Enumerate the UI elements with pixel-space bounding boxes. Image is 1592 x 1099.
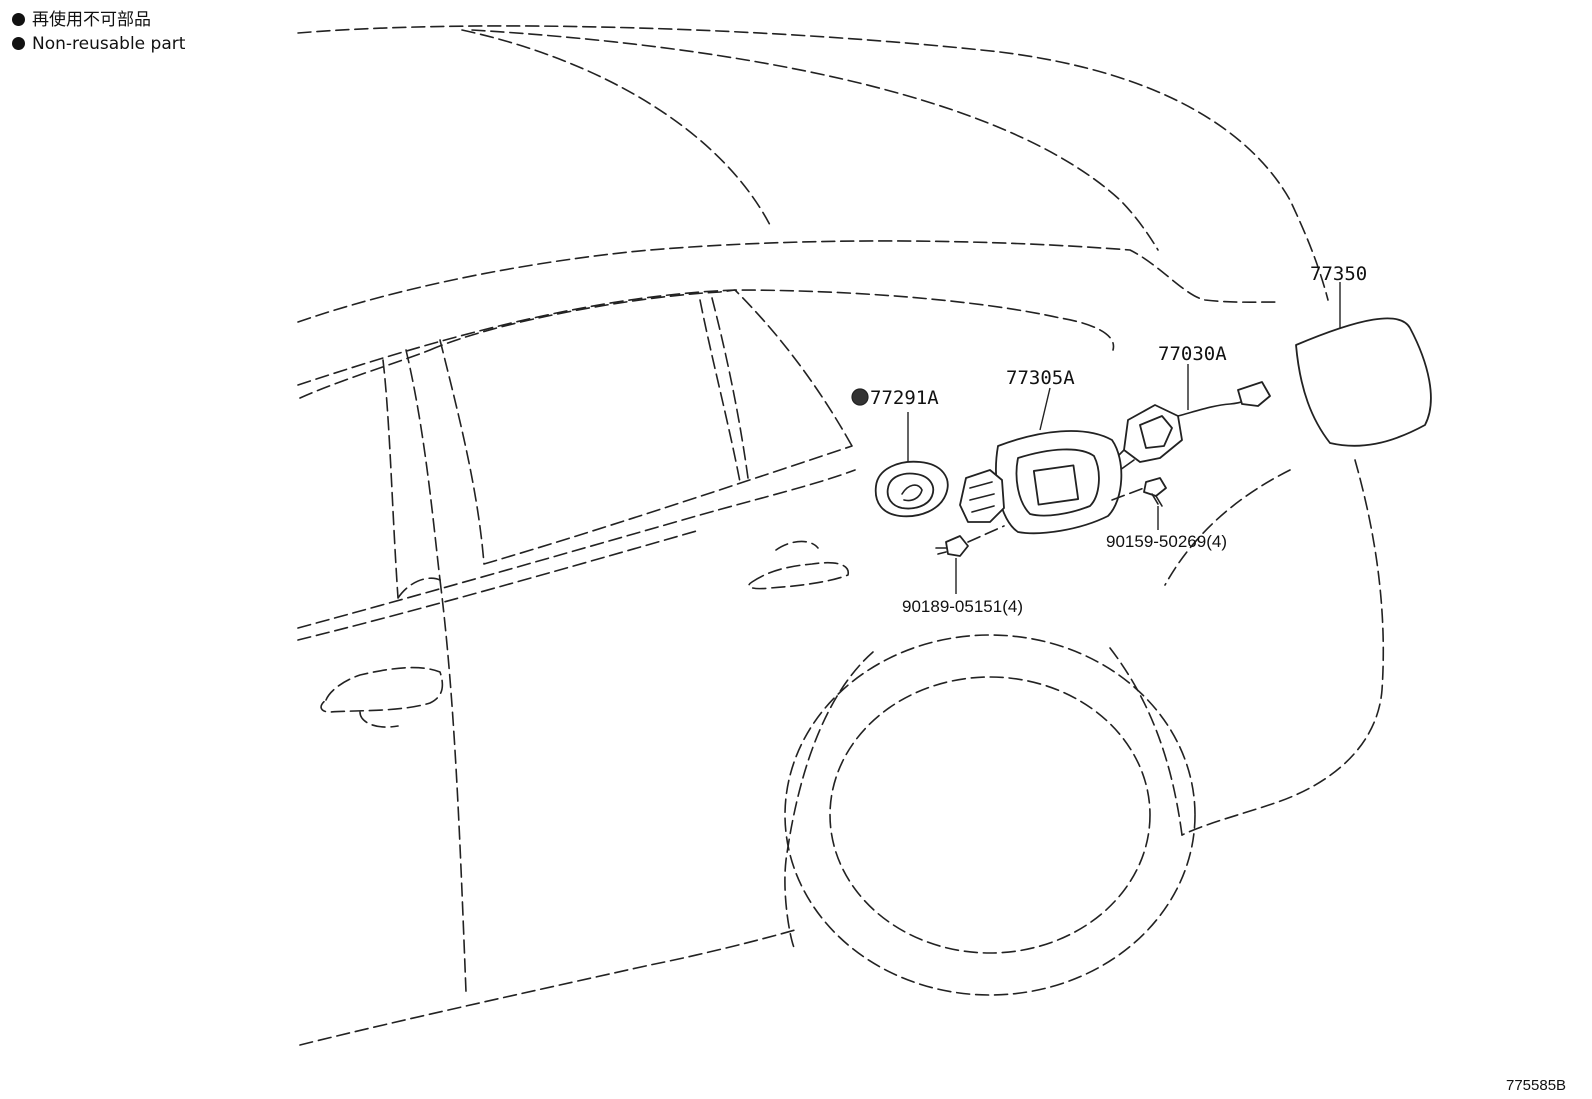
screw-b-thread	[935, 547, 947, 555]
c-pillar-line	[699, 297, 749, 483]
filler-box-hinge	[959, 469, 1005, 523]
tire-outline	[784, 634, 1196, 996]
seal-tab	[901, 484, 923, 502]
filler-box-callout: 77305A	[1006, 367, 1075, 389]
filled-circle-icon	[12, 13, 25, 26]
rear-door-handle	[748, 540, 849, 590]
illustration-id: 775585B	[1506, 1077, 1566, 1094]
actuator-callout: 77030A	[1158, 343, 1227, 365]
window-top-line	[297, 289, 1115, 386]
seal-callout: 77291A	[870, 387, 939, 409]
actuator-housing	[1139, 415, 1173, 449]
filler-box-inner-plate	[1032, 464, 1080, 506]
fuel-lid-callout: 77350	[1310, 263, 1367, 285]
roof-inner-line	[461, 29, 771, 226]
screw-b-callout: 90189-05151(4)	[902, 597, 1023, 616]
fuel-lid-part: 77350	[1295, 263, 1432, 447]
rear-quarter-window	[299, 289, 853, 447]
actuator-connector	[1237, 381, 1271, 407]
screw-b-part: 90189-05151(4)	[902, 525, 1023, 616]
screw-a-head	[1143, 477, 1167, 497]
front-door-frame	[382, 359, 441, 599]
non-reusable-marker-icon	[851, 388, 869, 406]
door-lower-line	[297, 529, 701, 641]
legend-text-ja: 再使用不可部品	[32, 10, 151, 30]
front-door-handle	[320, 666, 444, 728]
screw-a-callout: 90159-50269(4)	[1106, 532, 1227, 551]
rear-wheel	[784, 634, 1196, 996]
wheel-arch-outer	[784, 647, 1183, 951]
rear-door-seam	[439, 579, 467, 993]
screw-b-alignment-line	[967, 525, 1005, 543]
fuel-lid-panel	[1295, 317, 1432, 447]
quarter-panel-line	[1164, 469, 1291, 586]
vehicle-body-outline	[297, 25, 1385, 1046]
rear-glass-line	[471, 29, 1159, 251]
belt-line	[297, 469, 856, 629]
screw-b-head	[945, 535, 969, 557]
lid-opener-actuator-part: 77030A	[1111, 343, 1271, 471]
roof-rail-line	[297, 240, 1281, 323]
legend-text-en: Non-reusable part	[32, 34, 186, 54]
filler-box-leader	[1039, 387, 1051, 431]
wheel-rim-outline	[829, 676, 1151, 954]
rear-window-pane	[439, 339, 853, 565]
seal-inner-ring	[886, 472, 935, 510]
rocker-line	[299, 929, 796, 1046]
roof-outer-line	[297, 25, 1329, 301]
screw-a-alignment-line	[1111, 487, 1145, 501]
screw-a-thread	[1151, 493, 1163, 507]
legend-item-non-reusable-ja: 再使用不可部品	[12, 10, 151, 30]
fuel-filler-box-part: 77305A	[959, 367, 1123, 535]
filled-circle-icon	[12, 37, 25, 50]
filler-box-hinge-detail	[969, 481, 995, 513]
quarter-panel-rear-edge	[1181, 459, 1385, 836]
legend-item-non-reusable-en: Non-reusable part	[12, 34, 185, 54]
b-pillar-line	[405, 349, 441, 581]
screw-a-part: 90159-50269(4)	[1106, 477, 1227, 551]
filler-box-seal-part: 77291A	[851, 387, 949, 518]
